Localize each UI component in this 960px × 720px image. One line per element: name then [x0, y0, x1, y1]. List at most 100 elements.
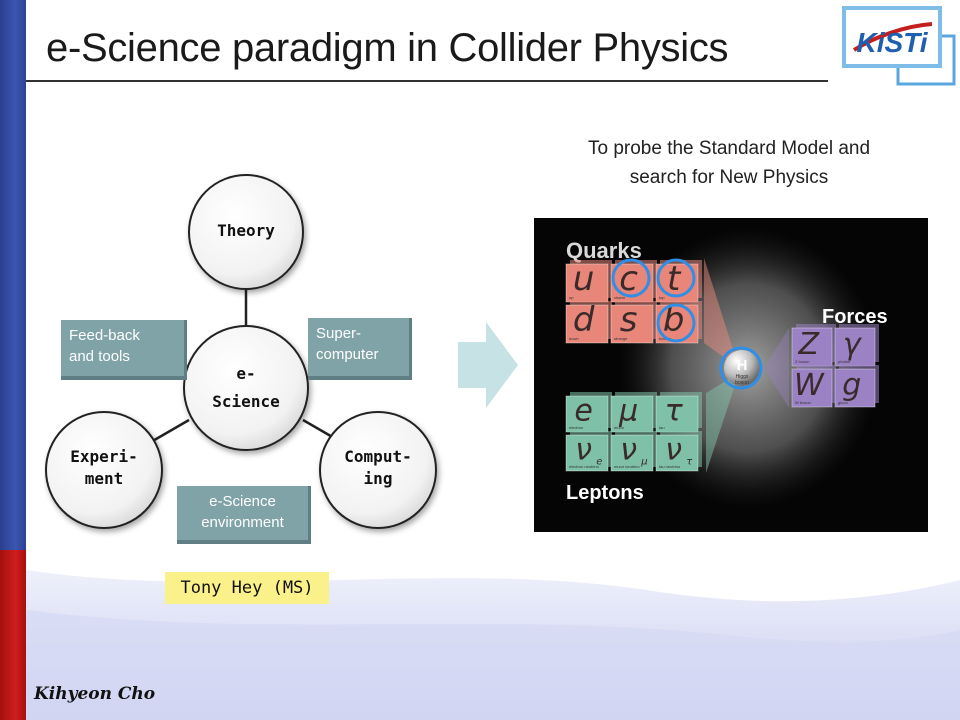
- slide-title: e-Science paradigm in Collider Physics: [46, 26, 729, 70]
- quark-symbol: t: [667, 259, 682, 299]
- highlight-ring: [656, 303, 696, 343]
- force-name: gluon: [838, 400, 848, 405]
- higgs-name-line1: Higgs: [736, 374, 749, 380]
- left-accent-bar-red: [0, 550, 26, 720]
- node-experiment-label: Experi- ment: [52, 446, 156, 490]
- feedback-line2: and tools: [69, 348, 130, 365]
- lepton-name: electron neutrino: [569, 464, 600, 469]
- node-theory-label: Theory: [196, 220, 296, 242]
- force-symbol: g: [842, 368, 861, 403]
- quark-name: strange: [614, 336, 628, 341]
- supercomputer-line2: computer: [316, 346, 379, 363]
- quark-symbol: d: [573, 300, 595, 340]
- beam-quarks: [704, 258, 739, 368]
- higgs-boson-icon: [724, 350, 760, 386]
- environment-line1: e-Science: [209, 493, 276, 510]
- lepton-symbol: τ: [665, 393, 684, 428]
- leptons-label: Leptons: [566, 482, 644, 504]
- force-symbol: W: [794, 368, 825, 403]
- diagram-graphic: [45, 174, 437, 529]
- quark-name: up: [569, 295, 574, 300]
- beam-leptons: [706, 373, 739, 473]
- title-underline: [26, 80, 828, 82]
- lepton-name: electron: [569, 425, 583, 430]
- experiment-line2: ment: [84, 469, 124, 488]
- highlight-ring: [611, 258, 651, 298]
- node-center-label: e- Science: [186, 360, 306, 416]
- highlight-ring: [656, 258, 696, 298]
- left-accent-bar-blue: [0, 0, 26, 550]
- lepton-symbol: ν: [620, 432, 637, 467]
- node-experiment-circle: [45, 411, 163, 529]
- caption-line1: To probe the Standard Model and: [587, 138, 871, 159]
- node-computing-circle: [319, 411, 437, 529]
- experiment-line1: Experi-: [70, 447, 138, 466]
- diagram-credit: Tony Hey (MS): [165, 572, 329, 604]
- box-e-science-environment: e-Science environment: [177, 486, 311, 544]
- lepton-subscript: μ: [640, 457, 647, 468]
- highlight-rings: [611, 258, 763, 390]
- lepton-symbol: e: [574, 393, 592, 428]
- lepton-subscript: τ: [686, 457, 693, 468]
- force-name: W boson: [795, 400, 811, 405]
- feedback-line1: Feed-back: [69, 327, 140, 344]
- force-symbol: Z: [798, 327, 821, 362]
- bottom-wave-decoration: [26, 570, 960, 720]
- higgs-symbol: H: [737, 357, 748, 374]
- quark-symbol: s: [620, 300, 638, 340]
- quark-tile: uup: [565, 259, 612, 303]
- lepton-symbol: ν: [665, 432, 682, 467]
- lepton-name: tau: [659, 425, 665, 430]
- e-science-diagram: Theory e- Science Experi- ment Comput- i…: [44, 140, 458, 554]
- logo-text: KiSTi: [856, 27, 928, 58]
- node-center-circle: [183, 325, 309, 451]
- environment-line2: environment: [201, 514, 284, 531]
- node-computing-label: Comput- ing: [326, 446, 430, 490]
- lepton-subscript: e: [596, 457, 602, 468]
- force-tile: ZZ boson: [791, 324, 836, 367]
- author-name: Kihyeon Cho: [34, 684, 156, 704]
- quark-name: top: [659, 295, 665, 300]
- center-line2: Science: [212, 392, 280, 411]
- computing-line2: ing: [363, 469, 393, 488]
- beam-forces: [764, 328, 789, 408]
- quark-name: down: [569, 336, 579, 341]
- forces-label: Forces: [822, 306, 888, 328]
- quark-symbol: c: [619, 259, 638, 299]
- node-theory-circle: [188, 174, 304, 290]
- center-line1: e-: [236, 364, 256, 383]
- highlight-ring: [719, 346, 763, 390]
- lepton-name: tau neutrino: [659, 464, 681, 469]
- supercomputer-line1: Super-: [316, 325, 362, 342]
- force-tile: WW boson: [791, 365, 836, 408]
- higgs-name-line2: boson: [735, 380, 749, 386]
- kisti-logo: KiSTi: [842, 6, 956, 86]
- quark-symbol: b: [663, 300, 685, 340]
- quark-symbol: u: [573, 259, 595, 299]
- lepton-symbol: ν: [575, 432, 592, 467]
- lepton-symbol: μ: [618, 393, 638, 428]
- physics-caption: To probe the Standard Model and search f…: [536, 134, 922, 192]
- force-symbol: γ: [843, 327, 863, 362]
- lepton-name: muon: [614, 425, 624, 430]
- force-name: Z boson: [795, 359, 809, 364]
- box-supercomputer: Super- computer: [308, 318, 412, 380]
- quark-name: charm: [614, 295, 626, 300]
- theory-text: Theory: [217, 221, 275, 240]
- computing-line1: Comput-: [344, 447, 412, 466]
- right-arrow-icon: [458, 322, 518, 408]
